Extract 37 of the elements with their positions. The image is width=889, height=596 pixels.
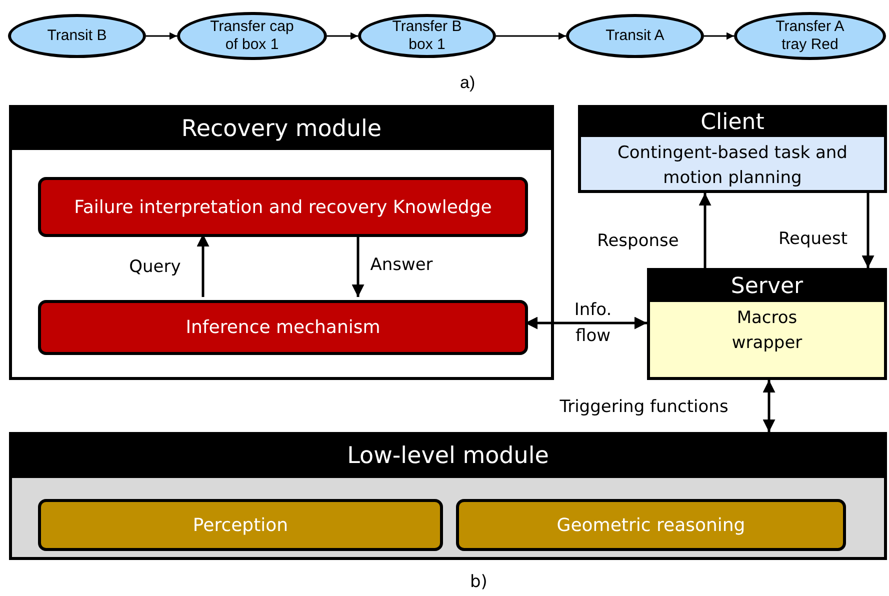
panel-header: Client [581,108,884,137]
panel-header: Recovery module [12,108,551,150]
arrow [762,380,776,432]
arrow [704,32,734,40]
arrow [525,316,647,330]
subfigure-label: b) [470,571,488,594]
submodule-box: Geometric reasoning [456,499,846,551]
edge-label: Response [596,230,680,253]
component-box: Inference mechanism [38,300,528,355]
server-panel [647,268,887,380]
panel-header: Server [650,271,884,302]
arrow [496,32,566,40]
edge-label: Query [128,256,182,279]
panel-header: Low-level module [12,435,884,478]
arrow [196,234,210,297]
arrow [327,32,358,40]
edge-label: Info. flow [573,299,613,348]
server-panel [578,105,887,193]
edge-label: Triggering functions [558,396,730,419]
process-ellipse: Transit B [8,14,146,58]
panel-body-text: Contingent-based task and motion planning [616,142,848,190]
subfigure-label: a) [460,72,476,94]
component-box: Failure interpretation and recovery Knowledge [38,177,528,237]
edge-label: Answer [369,254,434,277]
process-ellipse: Transit A [566,14,704,58]
panel-body-text: Macros wrapper [730,307,804,355]
module-panel [9,105,554,380]
submodule-box: Perception [38,499,443,551]
arrow [146,32,177,40]
arrow [352,234,364,297]
arrow [698,193,712,268]
arrow [862,193,874,268]
process-ellipse: Transfer A tray Red [734,12,886,60]
module-panel [9,432,887,560]
process-ellipse: Transfer B box 1 [358,14,496,58]
edge-label: Request [777,228,849,251]
process-ellipse: Transfer cap of box 1 [177,12,327,60]
